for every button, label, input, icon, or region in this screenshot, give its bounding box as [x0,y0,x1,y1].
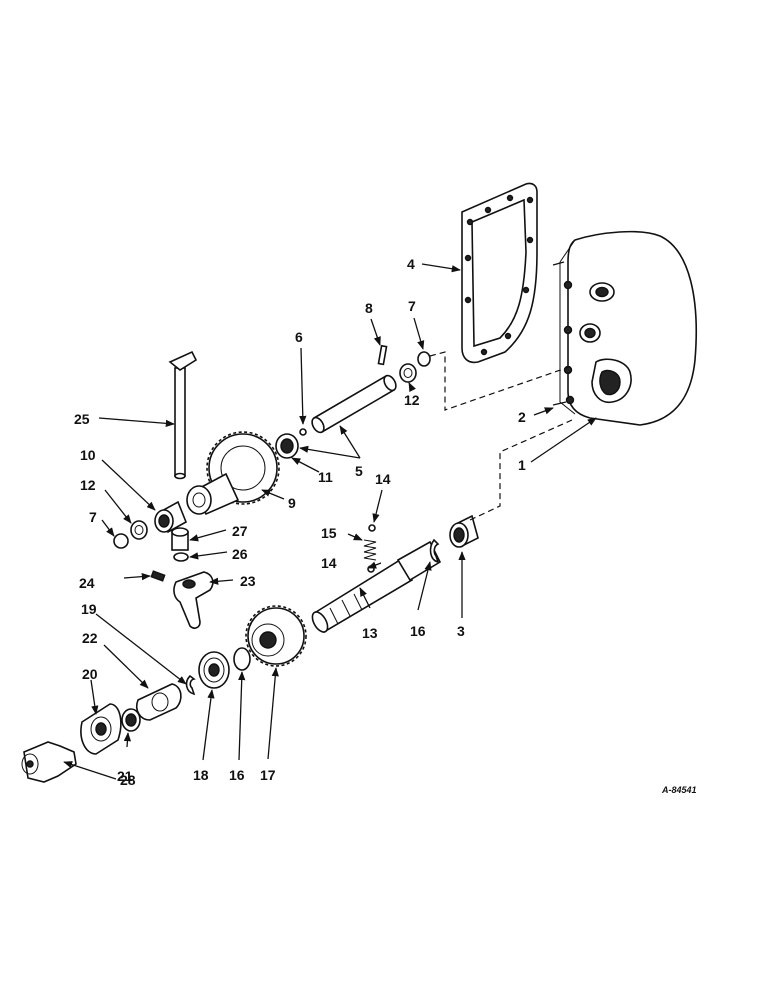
thrust-washer-part-upper [399,363,417,383]
callout-10: 10 [80,447,96,463]
ball-part-upper [299,428,307,436]
leader-lines [63,263,597,780]
callout-24: 24 [79,575,95,591]
callout-16-upper: 16 [410,623,426,639]
callout-23: 23 [240,573,256,589]
o-ring-part [173,552,189,562]
retaining-ring-part-upper [429,538,440,564]
shift-rod-part [168,350,198,480]
callout-25: 25 [74,411,90,427]
snap-ring-part-output [185,674,196,696]
callout-27: 27 [232,523,248,539]
callout-13: 13 [362,625,378,641]
callout-14-upper: 14 [375,471,391,487]
callout-12-lower: 12 [80,477,96,493]
shift-fork-part [173,571,214,629]
callout-17: 17 [260,767,276,783]
retaining-ring-part-lower [233,647,251,671]
snap-ring-part-upper [417,351,431,367]
callout-9: 9 [288,495,296,511]
needle-bearing-part-upper [275,433,299,459]
callout-labels: 1 2 3 4 5 6 7 7 8 9 10 11 12 12 13 14 14… [74,256,697,795]
callout-7-lower: 7 [89,509,97,525]
sleeve-part [171,527,189,551]
callout-18: 18 [193,767,209,783]
callout-4: 4 [407,256,415,272]
alignment-dashed-lines [429,351,573,521]
callout-19: 19 [81,601,97,617]
callout-12-upper: 12 [404,392,420,408]
snap-ring-part-lower [113,533,129,549]
callout-11: 11 [318,469,333,485]
callout-2: 2 [518,409,526,425]
callout-14-lower: 14 [321,555,337,571]
oil-seal-part [121,708,141,732]
callout-16-lower: 16 [229,767,245,783]
callout-21: 21 [117,768,133,784]
housing-part [552,230,698,426]
ball-bearing-part [198,651,230,689]
callout-3: 3 [457,623,465,639]
universal-joint-yoke-part [21,741,77,783]
ball-part-a [368,524,376,532]
callout-26: 26 [232,546,248,562]
callout-22: 22 [82,630,98,646]
callout-6: 6 [295,329,303,345]
needle-bearing-part-lower [154,500,188,534]
pin-part [377,344,388,366]
idler-shaft-part [311,374,397,434]
callout-8: 8 [365,300,373,316]
seal-retainer-part [80,703,122,755]
needle-bearing-part-shaft [449,514,479,548]
detent-spring-part [363,539,377,561]
output-gear-part [245,605,307,667]
drawing-code: A-84541 [661,785,697,795]
bearing-retainer-part [135,683,182,721]
callout-20: 20 [82,666,98,682]
callout-1: 1 [518,457,526,473]
callout-7-upper: 7 [408,298,416,314]
callout-28: 28 [120,772,136,788]
callout-15: 15 [321,525,337,541]
gasket-part [461,182,538,364]
cluster-gear-part [186,431,280,516]
thrust-washer-part-lower [130,520,148,540]
callout-5: 5 [355,463,363,479]
set-screw-part [150,570,166,582]
